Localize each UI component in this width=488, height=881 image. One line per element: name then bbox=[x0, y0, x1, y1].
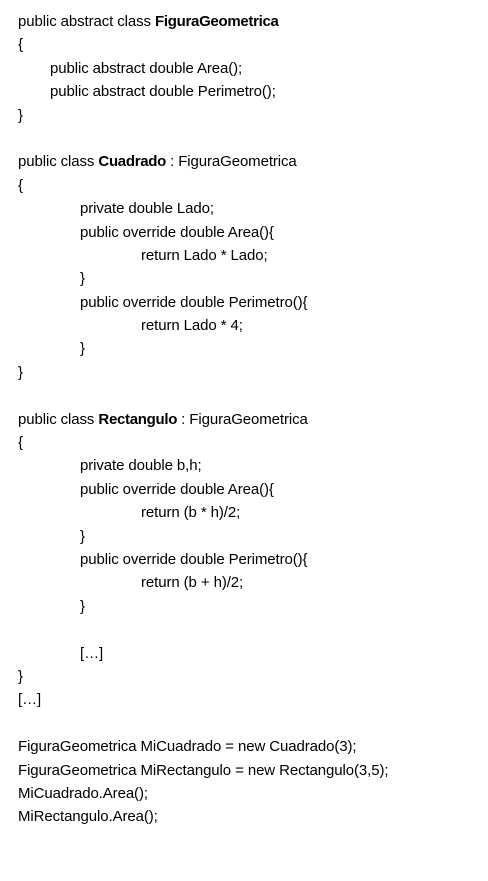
blank-line bbox=[18, 712, 388, 735]
figura-decl-prefix: public abstract class bbox=[18, 13, 156, 30]
blank-line bbox=[18, 127, 388, 150]
rectangulo-field: private double b,h; bbox=[80, 457, 202, 475]
blank-line bbox=[18, 384, 388, 407]
rectangulo-area-return: return (b * h)/2; bbox=[141, 504, 241, 522]
rectangulo-decl-prefix: public class bbox=[18, 410, 99, 428]
cuadrado-open-brace: { bbox=[18, 176, 23, 194]
rectangulo-class-declaration: public class Rectangulo : FiguraGeometri… bbox=[18, 408, 388, 431]
blank-line bbox=[18, 618, 388, 641]
usage-line: MiCuadrado.Area(); bbox=[18, 784, 148, 802]
cuadrado-perimetro-return: return Lado * 4; bbox=[141, 317, 243, 335]
figura-perimetro-declaration: public abstract double Perimetro(); bbox=[50, 83, 276, 101]
figura-class-declaration: public abstract class FiguraGeometrica bbox=[18, 10, 388, 33]
usage-line: FiguraGeometrica MiRectangulo = new Rect… bbox=[18, 761, 389, 779]
cuadrado-close-brace: } bbox=[18, 363, 23, 381]
rectangulo-open-brace: { bbox=[18, 434, 23, 452]
cuadrado-decl-suffix: : FiguraGeometrica bbox=[166, 153, 297, 171]
rectangulo-class-name: Rectangulo bbox=[98, 410, 178, 428]
cuadrado-area-close: } bbox=[80, 270, 85, 288]
rectangulo-perimetro-close: } bbox=[80, 597, 85, 615]
rectangulo-perimetro-return: return (b + h)/2; bbox=[141, 574, 244, 592]
figura-close-brace: } bbox=[18, 106, 23, 124]
cuadrado-decl-prefix: public class bbox=[18, 153, 99, 171]
rectangulo-area-signature: public override double Area(){ bbox=[80, 480, 274, 498]
cuadrado-class-name: Cuadrado bbox=[98, 153, 167, 171]
rectangulo-perimetro-signature: public override double Perimetro(){ bbox=[80, 550, 308, 568]
outer-ellipsis: […] bbox=[18, 691, 42, 709]
figura-open-brace: { bbox=[18, 36, 23, 54]
usage-line: MiRectangulo.Area(); bbox=[18, 808, 158, 826]
cuadrado-area-signature: public override double Area(){ bbox=[80, 223, 274, 241]
rectangulo-decl-suffix: : FiguraGeometrica bbox=[177, 410, 308, 428]
cuadrado-area-return: return Lado * Lado; bbox=[141, 246, 268, 264]
usage-line: FiguraGeometrica MiCuadrado = new Cuadra… bbox=[18, 738, 357, 756]
rectangulo-area-close: } bbox=[80, 527, 85, 545]
cuadrado-perimetro-signature: public override double Perimetro(){ bbox=[80, 293, 308, 311]
rectangulo-ellipsis: […] bbox=[80, 644, 104, 662]
cuadrado-perimetro-close: } bbox=[80, 340, 85, 358]
code-listing: public abstract class FiguraGeometrica {… bbox=[18, 10, 389, 829]
rectangulo-close-brace: } bbox=[18, 667, 23, 685]
figura-area-declaration: public abstract double Area(); bbox=[50, 59, 243, 77]
cuadrado-field: private double Lado; bbox=[80, 200, 214, 218]
figura-class-name: FiguraGeometrica bbox=[155, 13, 279, 30]
cuadrado-class-declaration: public class Cuadrado : FiguraGeometrica bbox=[18, 150, 388, 173]
